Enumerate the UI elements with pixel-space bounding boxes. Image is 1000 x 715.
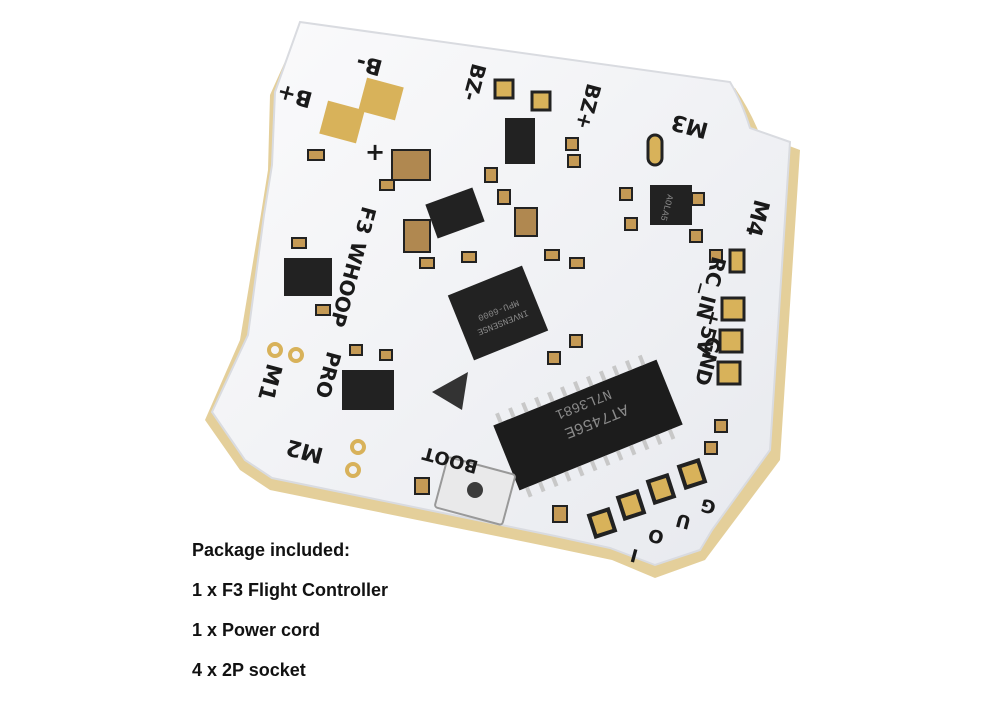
boot-button-cap	[467, 482, 483, 498]
plus5v-pad	[718, 328, 744, 354]
package-item: 1 x F3 Flight Controller	[192, 580, 389, 600]
uart-pad-o	[615, 488, 647, 522]
package-item: 1 x Power cord	[192, 620, 321, 640]
osd-chip	[493, 354, 683, 498]
gnd-pad	[716, 360, 742, 386]
buzzer-pad-plus	[530, 90, 552, 112]
label-o: O	[646, 523, 666, 547]
motor-pad-m3	[646, 133, 664, 167]
package-item: 4 x 2P socket	[192, 660, 306, 680]
imu-chip	[447, 265, 549, 361]
smd-components	[291, 137, 728, 523]
motor-pad-m1b	[288, 347, 304, 363]
motor-pad-m4	[728, 248, 746, 274]
battery-pad-plus	[319, 100, 365, 144]
label-g: G	[699, 494, 719, 518]
motor-pad-m1a	[267, 342, 283, 358]
motor-pad-m2a	[350, 439, 366, 455]
uart-pad-u	[645, 472, 677, 506]
uart-pad-g	[676, 457, 708, 491]
package-included-heading: Package included:	[192, 540, 351, 560]
buzzer-pad-minus	[493, 78, 515, 100]
label-u: U	[674, 509, 694, 533]
rc-in-pad	[720, 296, 746, 322]
mosfets	[284, 118, 692, 410]
direction-arrow-icon	[432, 372, 468, 410]
motor-pad-m2b	[345, 462, 361, 478]
label-plus: +	[365, 138, 385, 166]
uart-pad-i	[586, 506, 618, 540]
label-i: I	[628, 544, 640, 566]
battery-pad-minus	[358, 77, 404, 121]
